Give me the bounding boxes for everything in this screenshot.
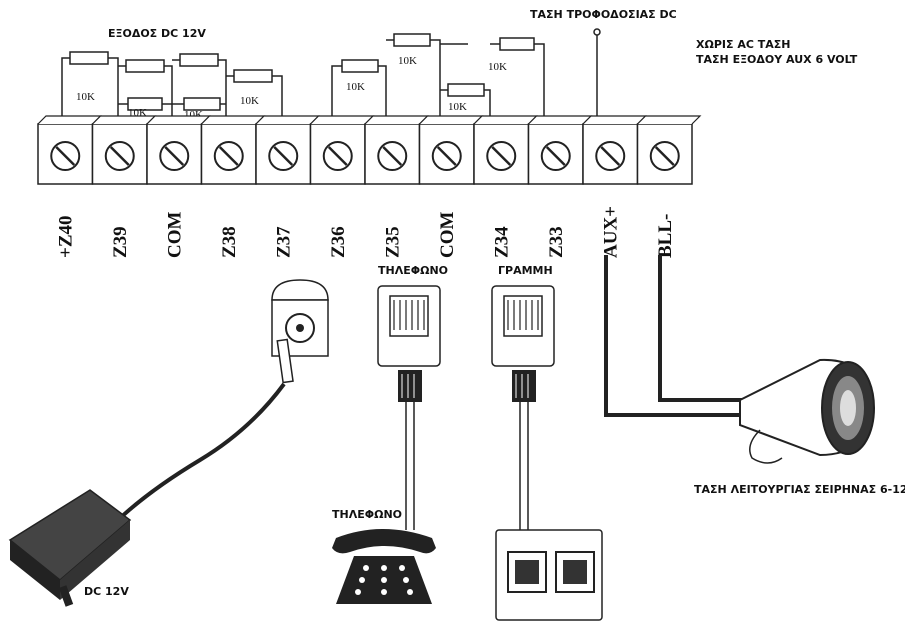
resistor-label-4: 10K [240,95,259,107]
telephone-label: ΤΗΛΕΦΩΝΟ [332,508,402,521]
resistor-8 [393,33,431,47]
terminal-7 [364,115,429,185]
aux-wire [604,255,760,417]
dc-jack [116,279,329,522]
terminal-label: +Z40 [55,216,76,259]
resistor-label-10: 10K [488,61,507,73]
resistor-4 [233,69,273,83]
siren [739,358,875,464]
wall-socket [495,529,603,621]
line-jack-label: ΓΡΑΜΜΗ [498,264,553,277]
terminal-1 [37,115,102,185]
terminal-9 [473,115,538,185]
terminal-label: BLL- [655,214,676,258]
resistor-label-9: 10K [448,101,467,113]
terminal-label: Z38 [219,226,240,258]
terminal-label: COM [437,212,458,259]
resistors: 10K 10K 10K 10K 10K 10K 10K 10K [69,33,535,121]
terminal-5 [255,115,320,185]
supply-probe [593,28,601,130]
terminal-label: Z37 [273,226,294,258]
terminal-11 [582,115,647,185]
terminal-label: COM [164,212,185,259]
resistor-5 [127,97,163,111]
terminal-label: Z34 [491,226,512,258]
terminal-2 [91,115,157,185]
resistor-label-8: 10K [398,55,417,67]
resistor-3 [179,53,219,67]
adapter-label: DC 12V [84,585,129,598]
resistor-2 [125,59,165,73]
aux-output-label: ΤΑΣΗ ΕΞΟΔΟΥ AUX 6 VOLT [696,53,858,66]
terminal-12 [636,115,702,185]
terminal-label: Z36 [328,226,349,258]
resistor-7 [341,59,379,73]
terminal-label: AUX+ [600,206,621,258]
terminal-block [37,115,702,185]
terminal-8 [418,115,484,185]
supply-voltage-label: ΤΑΣΗ ΤΡΟΦΟΔΟΣΙΑΣ DC [530,8,677,21]
no-ac-label: ΧΩΡΙΣ AC ΤΑΣΗ [696,38,790,51]
resistor-1 [69,51,109,65]
terminal-labels: +Z40 Z39 COM Z38 Z37 Z36 Z35 COM Z34 Z33 AUX+ BLL- [55,206,676,258]
resistor-9 [447,83,485,97]
resistor-label-1: 10K [76,91,95,103]
terminal-10 [527,115,593,185]
telephone-icon [332,529,436,604]
terminal-3 [146,115,211,185]
resistor-label-7: 10K [346,81,365,93]
line-jack-connector [491,285,555,530]
resistor-6 [183,97,221,111]
phone-jack-label: ΤΗΛΕΦΩΝΟ [378,264,448,277]
terminal-4 [200,115,266,185]
bll-wire [658,255,760,402]
resistor-network [61,39,545,130]
terminal-label: Z33 [546,226,567,258]
terminal-6 [309,115,375,185]
power-adapter-icon [8,489,132,607]
terminal-label: Z39 [110,226,131,258]
siren-voltage-label: ΤΑΣΗ ΛΕΙΤΟΥΡΓΙΑΣ ΣΕΙΡΗΝΑΣ 6-12V [694,483,905,496]
dc-output-label: ΕΞΟΔΟΣ DC 12V [108,27,206,40]
resistor-10 [499,37,535,51]
terminal-label: Z35 [382,226,403,258]
phone-jack-connector [377,285,441,530]
